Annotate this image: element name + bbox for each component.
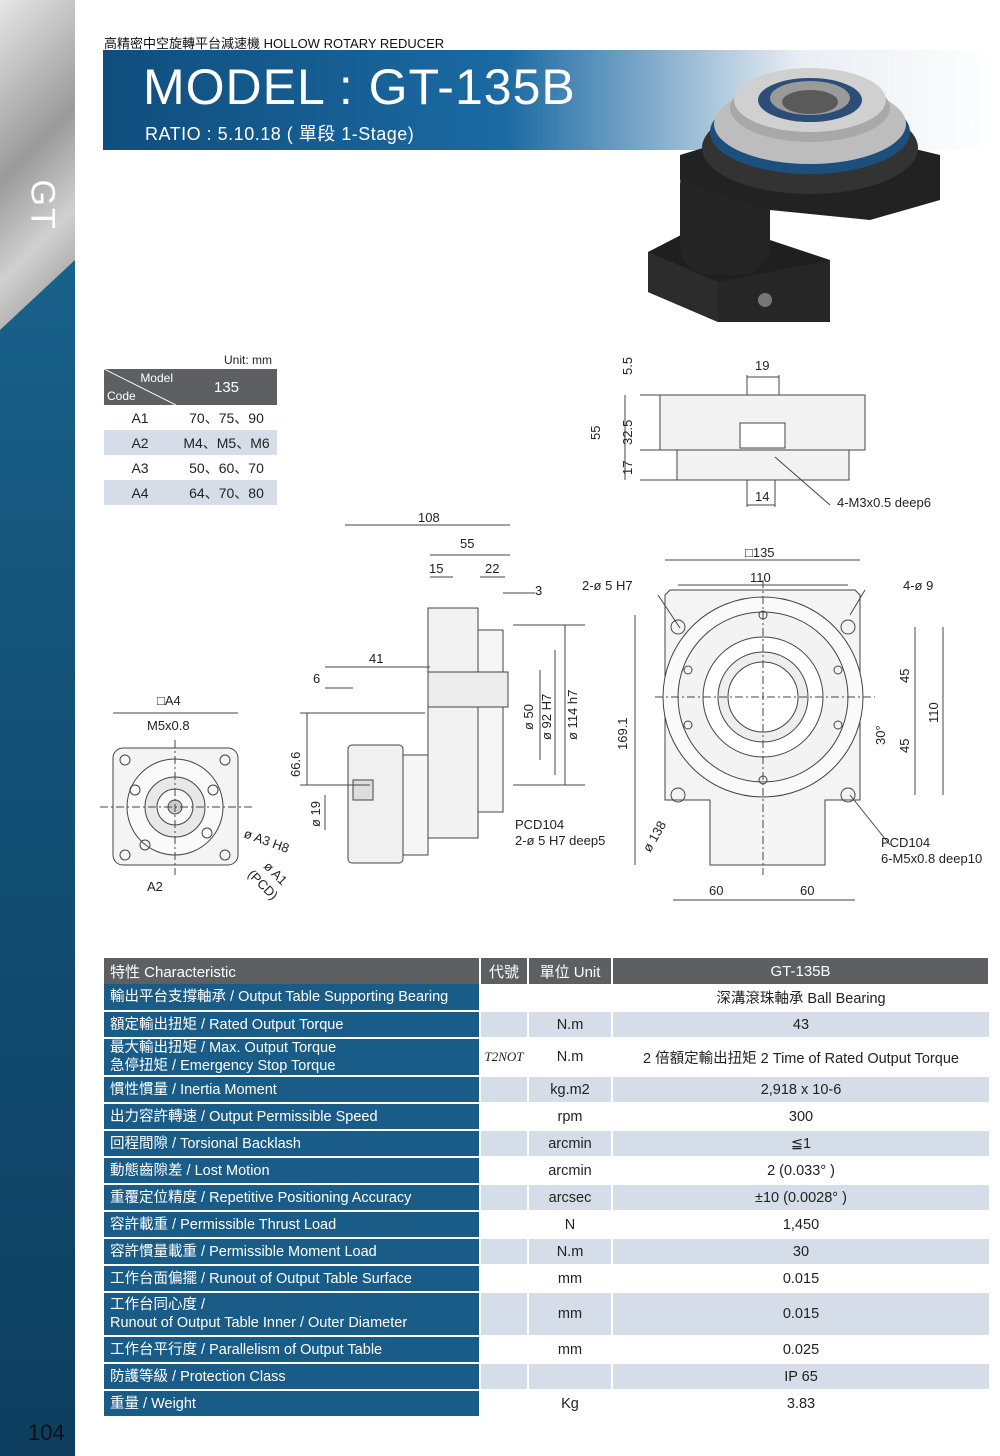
table-row: 出力容許轉速 / Output Permissible Speed rpm 30… [104, 1103, 989, 1131]
dim-45a: 45 [897, 669, 912, 683]
dim-3: 3 [535, 583, 542, 598]
dim-55: 55 [588, 426, 603, 440]
dim-a3: ø A3 H8 [242, 826, 291, 856]
dim-19: 19 [755, 358, 769, 373]
series-caption: 高精密中空旋轉平台減速機 HOLLOW ROTARY REDUCER [104, 36, 445, 51]
header-code: Code [107, 389, 136, 403]
table-row: 重覆定位精度 / Repetitive Positioning Accuracy… [104, 1184, 989, 1212]
side-view-drawing: 108 55 15 22 3 41 6 66.6 ø 19 ø 50 ø 92 … [288, 510, 605, 864]
table-row: 額定輸出扭矩 / Rated Output Torque N.m 43 [104, 1011, 989, 1039]
header-model: GT-135B [612, 958, 990, 984]
dim-angle: 30° [873, 725, 888, 745]
spec-table: 特性 Characteristic 代號 單位 Unit GT-135B 輸出平… [104, 958, 990, 1418]
ratio-subtitle: RATIO : 5.10.18 ( 單段 1-Stage) [145, 124, 415, 144]
dim-17: 17 [620, 461, 635, 475]
dim-169-1: 169.1 [615, 717, 630, 750]
table-row: 慣性慣量 / Inertia Moment kg.m2 2,918 x 10-6 [104, 1076, 989, 1104]
dim-d50: ø 50 [521, 704, 536, 730]
table-row: 容許載重 / Permissible Thrust Load N 1,450 [104, 1211, 989, 1239]
diagonal-line [104, 369, 176, 405]
dim-110-h: 110 [750, 570, 771, 585]
dim-m5: M5x0.8 [147, 718, 190, 733]
dim-a4: □A4 [157, 693, 181, 708]
dim-66-6: 66.6 [288, 752, 303, 777]
dim-108: 108 [418, 510, 440, 525]
table-row: 重量 / Weight Kg 3.83 [104, 1390, 989, 1418]
table-row: 容許慣量載重 / Permissible Moment Load N.m 30 [104, 1238, 989, 1266]
code-table-header-diagonal: Model Code [104, 369, 176, 405]
dim-60a: 60 [709, 883, 723, 898]
header-symbol: 代號 [480, 958, 529, 984]
product-photo [648, 68, 940, 322]
page-number: 104 [28, 1420, 65, 1445]
front-view-drawing: □135 110 2-ø 5 H7 4-ø 9 169.1 45 45 110 … [582, 545, 982, 901]
dim-15: 15 [429, 561, 443, 576]
dim-41: 41 [369, 651, 383, 666]
header-model: Model [140, 371, 173, 385]
spec-header-row: 特性 Characteristic 代號 單位 Unit GT-135B [104, 958, 990, 984]
unit-label: Unit: mm [224, 353, 272, 367]
front-holes: 4-ø 9 [903, 578, 933, 593]
header-value: 135 [176, 369, 277, 405]
dim-110-v: 110 [926, 702, 941, 723]
table-row: 防護等級 / Protection Class IP 65 [104, 1363, 989, 1391]
side-tab-label: GT [23, 179, 62, 231]
front-pin: 2-ø 5 H7 [582, 578, 633, 593]
table-row: 回程間隙 / Torsional Backlash arcmin ≦1 [104, 1130, 989, 1158]
front-pcd: PCD104 [881, 835, 930, 850]
side-tab-blue [0, 260, 75, 1456]
technical-drawings: 55 5.5 32.5 17 19 14 4-M3x0.5 deep6 □A4 … [100, 357, 982, 903]
model-title: MODEL : GT-135B [143, 59, 576, 115]
dim-d114: ø 114 h7 [565, 690, 580, 740]
dim-14: 14 [755, 489, 769, 504]
thread-label: 4-M3x0.5 deep6 [837, 495, 931, 510]
header-characteristic: 特性 Characteristic [104, 958, 481, 984]
front-thread: 6-M5x0.8 deep10 [881, 851, 982, 866]
dim-45b: 45 [897, 739, 912, 753]
side-pcd: PCD104 [515, 817, 564, 832]
dim-6: 6 [313, 671, 320, 686]
table-row: 工作台面偏擺 / Runout of Output Table Surface … [104, 1265, 989, 1293]
dim-a2: A2 [147, 879, 163, 894]
top-view-drawing: 55 5.5 32.5 17 19 14 4-M3x0.5 deep6 [588, 357, 931, 510]
side-pin: 2-ø 5 H7 deep5 [515, 833, 605, 848]
dim-32-5: 32.5 [620, 420, 635, 445]
dim-d19: ø 19 [308, 801, 323, 827]
header-unit: 單位 Unit [528, 958, 613, 984]
dim-22: 22 [485, 561, 499, 576]
side-tab: GT [0, 0, 75, 1456]
motor-flange-view: □A4 M5x0.8 ø A3 H8 ø A1 (PCD) A2 [100, 693, 291, 903]
table-row: 動態齒隙差 / Lost Motion arcmin 2 (0.033° ) [104, 1157, 989, 1185]
table-row: 輸出平台支撐軸承 / Output Table Supporting Beari… [104, 984, 989, 1012]
dim-55-side: 55 [460, 536, 474, 551]
dim-5-5: 5.5 [620, 357, 635, 375]
dim-sq135: □135 [745, 545, 775, 560]
table-row: 工作台同心度 /Runout of Output Table Inner / O… [104, 1292, 989, 1337]
table-row: 工作台平行度 / Parallelism of Output Table mm … [104, 1336, 989, 1364]
dim-d92: ø 92 H7 [539, 694, 554, 740]
dim-d138: ø 138 [640, 818, 670, 854]
dim-60b: 60 [800, 883, 814, 898]
